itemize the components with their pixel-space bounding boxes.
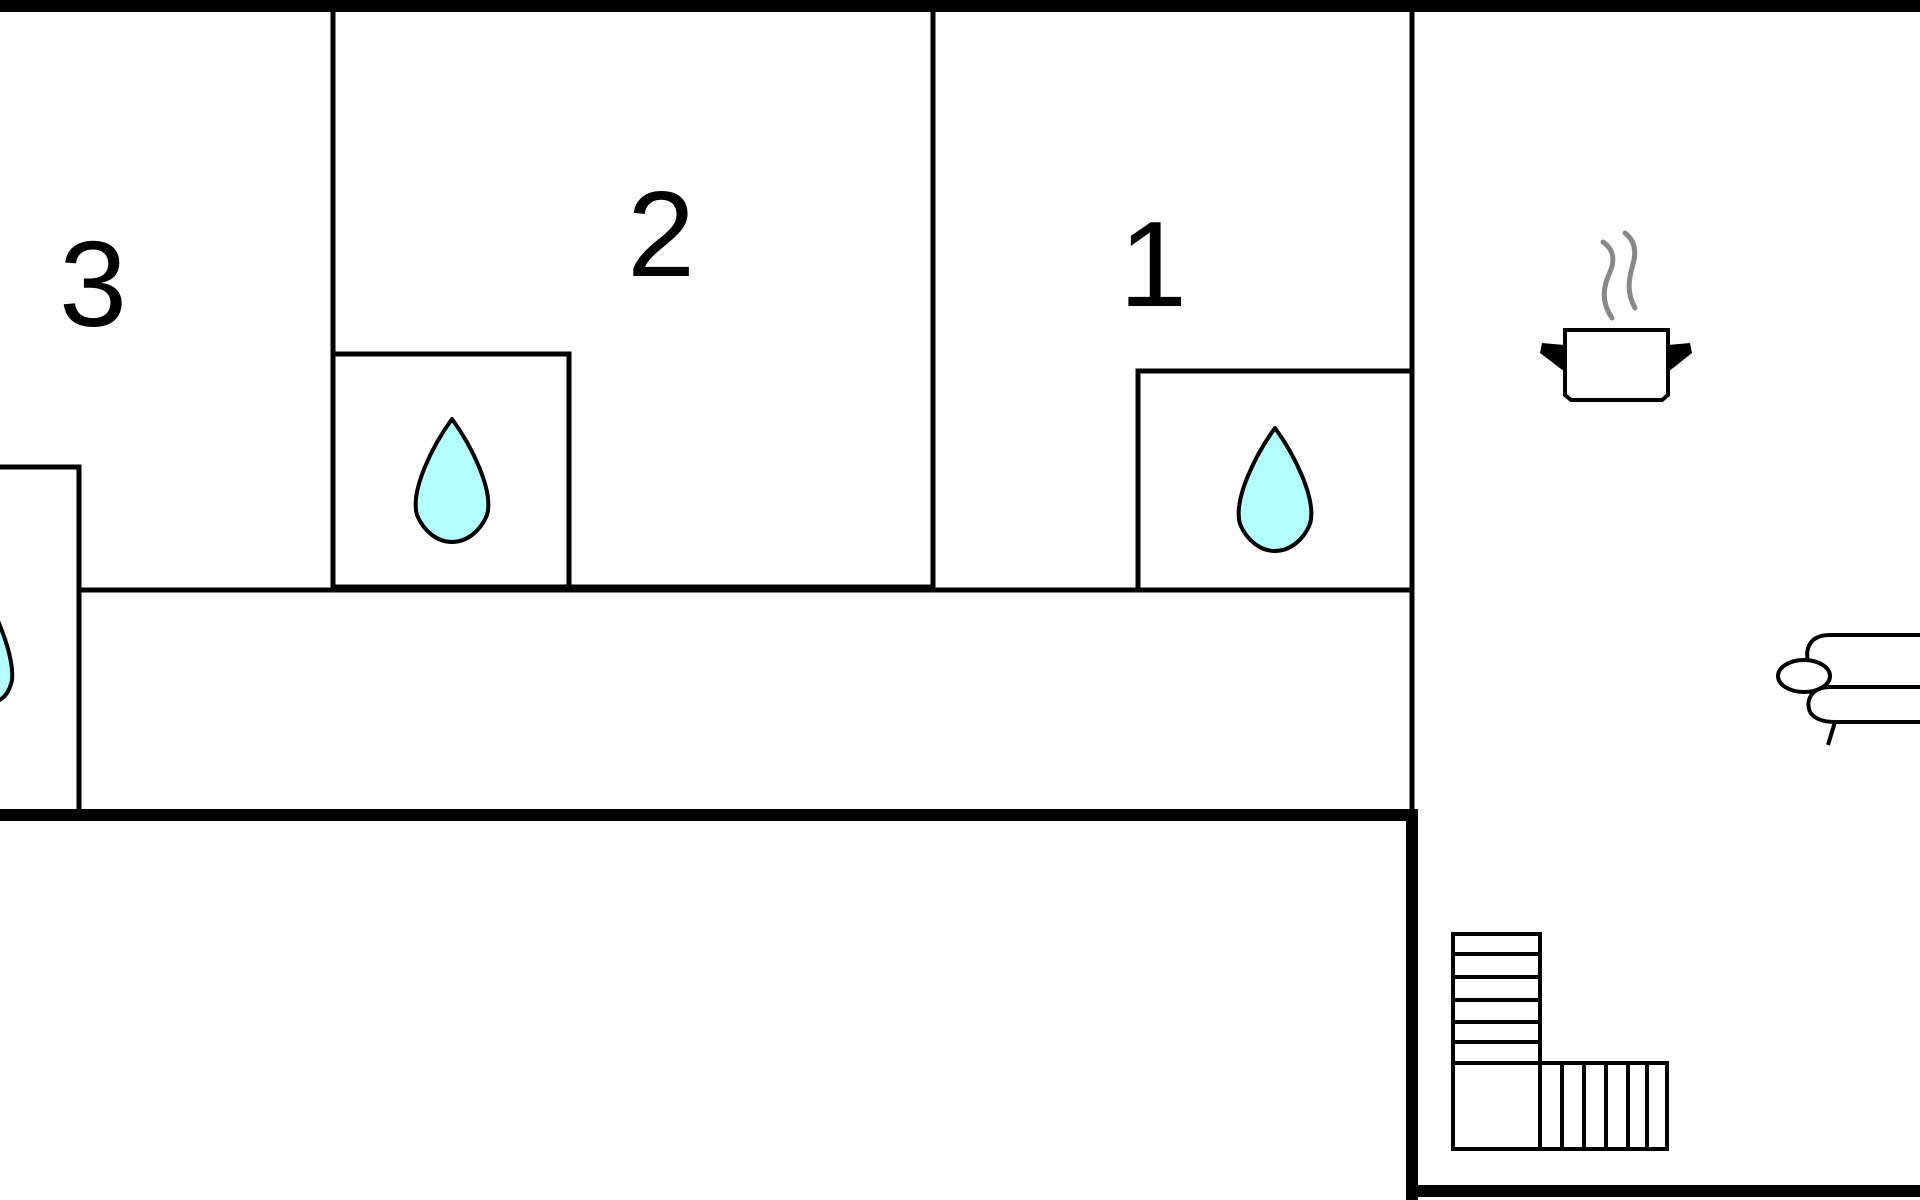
water-drop-icon: [0, 620, 15, 703]
room-3-label: 3: [59, 216, 127, 352]
staircase-icon: [1451, 932, 1669, 1151]
water-drop-icon: [1236, 426, 1314, 553]
room-1-label: 1: [1119, 196, 1187, 332]
water-drop-icon: [413, 417, 491, 544]
cooking-pot-icon: [1540, 230, 1692, 402]
room-2-label: 2: [627, 166, 695, 302]
interior-walls: [0, 10, 1415, 812]
sofa-icon: [1776, 633, 1920, 746]
